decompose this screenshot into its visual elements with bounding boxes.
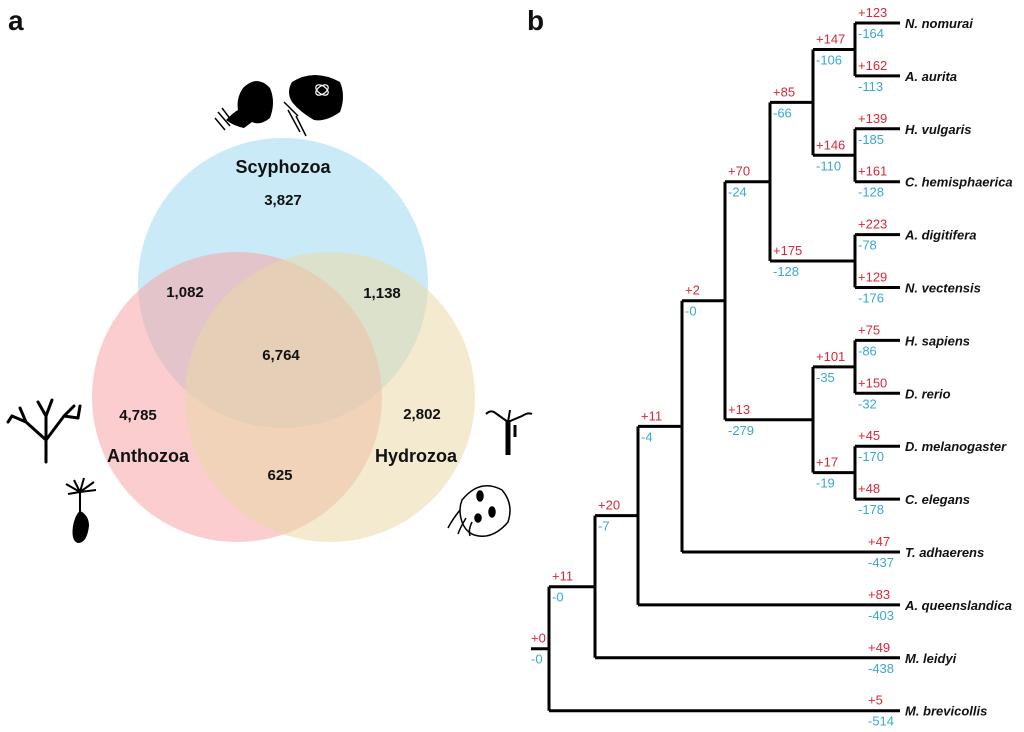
gain-label: +85 xyxy=(773,84,795,99)
loss-label: -113 xyxy=(858,79,883,94)
taxon-label: N. nomurai xyxy=(905,16,973,31)
gain-label: +11 xyxy=(641,408,662,423)
phylogenetic-tree: +123 -164 +162 -113 +139 -185 +161 -128 +223 -78 +… xyxy=(531,5,1013,729)
loss-label: -403 xyxy=(868,608,894,623)
gain-label: +5 xyxy=(868,693,883,708)
loss-label: -438 xyxy=(868,661,894,676)
gain-label: +139 xyxy=(858,111,887,126)
scyphozoa-label: Scyphozoa xyxy=(235,157,331,177)
loss-label: -128 xyxy=(858,185,884,200)
taxon-label: M. brevicollis xyxy=(905,704,987,719)
taxon-label: C. elegans xyxy=(905,492,970,507)
taxon-label: H. sapiens xyxy=(905,333,970,348)
taxon-label: A. aurita xyxy=(904,69,957,84)
gain-label: +49 xyxy=(868,640,890,655)
gain-label: +223 xyxy=(858,217,887,232)
loss-label: -7 xyxy=(598,519,610,534)
loss-label: -176 xyxy=(858,291,884,306)
gain-label: +45 xyxy=(858,428,880,443)
gain-label: +101 xyxy=(816,349,845,364)
gain-label: +150 xyxy=(858,375,887,390)
gain-label: +47 xyxy=(868,534,890,549)
loss-label: -106 xyxy=(816,52,842,67)
scy-hyd-count: 1,138 xyxy=(363,285,401,302)
gain-label: +123 xyxy=(858,5,887,20)
gain-label: +13 xyxy=(728,402,750,417)
sea-anemone-icon xyxy=(65,477,97,544)
ant-hyd-count: 625 xyxy=(267,467,292,484)
taxon-label: D. rerio xyxy=(905,386,951,401)
gain-label: +129 xyxy=(858,270,887,285)
taxon-label: M. leidyi xyxy=(905,651,957,666)
taxon-label: N. vectensis xyxy=(905,281,981,296)
panel-label-b: b xyxy=(527,5,544,36)
panel-label-a: a xyxy=(8,5,24,36)
loss-label: -178 xyxy=(858,502,884,517)
anthozoa-label: Anthozoa xyxy=(107,446,190,466)
gain-label: +17 xyxy=(816,455,838,470)
gain-label: +48 xyxy=(858,481,880,496)
hydrozoa-only-count: 2,802 xyxy=(403,406,441,423)
gain-label: +83 xyxy=(868,587,890,602)
gain-label: +146 xyxy=(816,137,845,152)
all-three-count: 6,764 xyxy=(262,347,300,364)
taxon-label: C. hemisphaerica xyxy=(905,175,1013,190)
gain-label: +175 xyxy=(773,243,802,258)
gain-label: +162 xyxy=(858,58,887,73)
jellyfish-silhouette-icon xyxy=(214,81,273,131)
taxon-label: D. melanogaster xyxy=(905,439,1007,454)
loss-label: -279 xyxy=(728,423,754,438)
gain-label: +20 xyxy=(598,498,620,513)
loss-label: -128 xyxy=(773,264,799,279)
loss-label: -24 xyxy=(728,185,747,200)
loss-label: -437 xyxy=(868,555,894,570)
gain-label: +161 xyxy=(858,164,887,179)
hydromedusa-icon xyxy=(447,485,511,537)
loss-label: -0 xyxy=(531,652,543,667)
loss-label: -4 xyxy=(641,429,653,444)
loss-label: -19 xyxy=(816,476,835,491)
gain-label: +70 xyxy=(728,164,750,179)
taxon-label: T. adhaerens xyxy=(905,545,984,560)
taxon-label: H. vulgaris xyxy=(905,122,971,137)
loss-label: -86 xyxy=(858,343,877,358)
loss-label: -78 xyxy=(858,238,877,253)
scyphozoa-only-count: 3,827 xyxy=(264,192,302,209)
gain-label: +11 xyxy=(552,569,573,584)
loss-label: -0 xyxy=(552,590,564,605)
loss-label: -514 xyxy=(868,714,894,729)
moon-jellyfish-icon xyxy=(283,75,343,137)
loss-label: -32 xyxy=(858,396,877,411)
gain-label: +0 xyxy=(531,631,546,646)
taxon-label: A. digitifera xyxy=(904,228,977,243)
loss-label: -35 xyxy=(816,370,835,385)
loss-label: -170 xyxy=(858,449,884,464)
taxon-label: A. queenslandica xyxy=(904,598,1012,613)
venn-diagram: Scyphozoa 3,827 1,082 1,138 6,764 4,785 … xyxy=(6,75,533,544)
scy-ant-count: 1,082 xyxy=(166,284,204,301)
hydrozoa-label: Hydrozoa xyxy=(375,446,458,466)
gain-label: +2 xyxy=(685,283,700,298)
hydroid-icon xyxy=(485,409,533,455)
gain-label: +75 xyxy=(858,322,880,337)
loss-label: -0 xyxy=(685,304,697,319)
gain-label: +147 xyxy=(816,31,845,46)
anthozoa-only-count: 4,785 xyxy=(119,407,157,424)
loss-label: -185 xyxy=(858,132,884,147)
loss-label: -110 xyxy=(816,158,841,173)
loss-label: -66 xyxy=(773,105,792,120)
coral-branch-icon xyxy=(6,398,82,464)
loss-label: -164 xyxy=(858,26,884,41)
hydrozoa-circle xyxy=(185,252,475,542)
